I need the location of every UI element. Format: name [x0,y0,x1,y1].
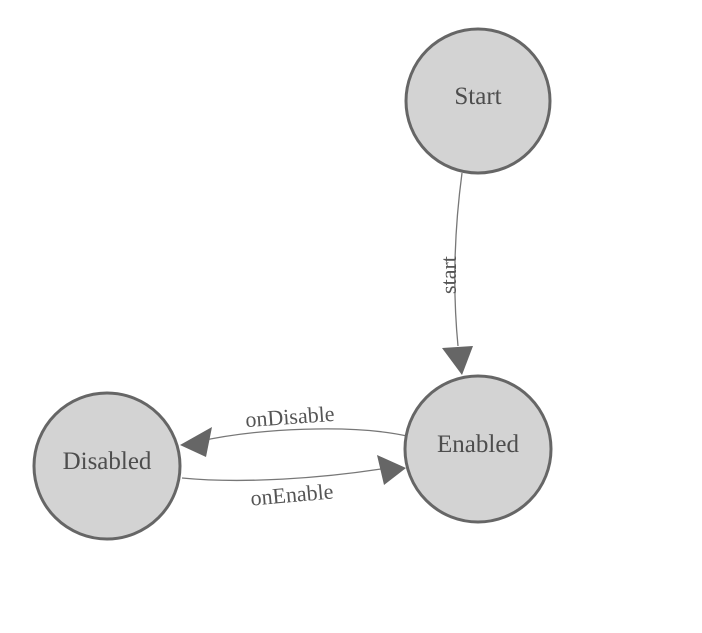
node-enabled-circle[interactable] [403,374,553,524]
node-disabled-label: Disabled [63,448,152,475]
edge-start-transition[interactable]: start [436,172,473,375]
edge-on-disable[interactable]: onDisable [180,401,408,457]
edge-on-enable-line[interactable] [181,468,382,482]
node-start[interactable]: Start [404,27,552,175]
node-enabled-label: Enabled [437,431,519,458]
edge-on-enable[interactable]: onEnable [181,455,406,511]
edge-start-arrowhead-icon [442,346,473,375]
node-start-circle[interactable] [404,27,552,175]
edge-start-line[interactable] [454,172,463,347]
edge-on-disable-label: onDisable [245,401,336,432]
edge-on-disable-line[interactable] [195,428,408,443]
node-disabled-circle[interactable] [32,391,182,541]
edge-on-disable-arrowhead-icon [180,427,212,457]
edge-on-enable-label: onEnable [249,478,334,510]
node-enabled[interactable]: Enabled [403,374,553,524]
node-start-label: Start [454,83,501,110]
edge-start-label: start [436,256,461,294]
node-disabled[interactable]: Disabled [32,391,182,541]
edge-on-enable-arrowhead-icon [377,455,406,485]
